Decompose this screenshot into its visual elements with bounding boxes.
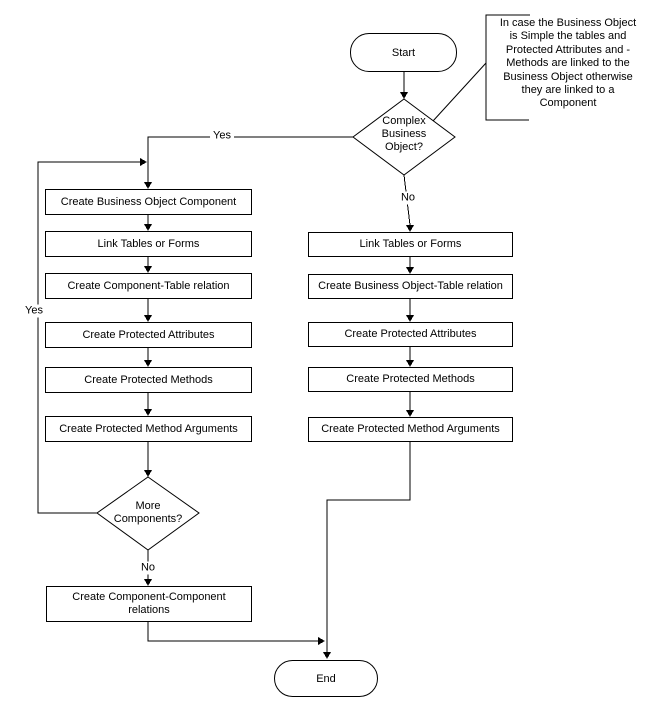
end-label: End [316,672,336,685]
end-terminal: End [274,660,378,697]
process-create-business-object-component: Create Business Object Component [45,189,252,215]
note-callout-bracket [485,14,530,121]
edge-label-more-yes: Yes [22,304,46,318]
process-create-component-table-relation: Create Component-Table relation [45,273,252,299]
process-link-tables-or-forms-right: Link Tables or Forms [308,232,513,257]
decision-complex-business-object [352,98,456,176]
connector-more-components-yes-loop [37,161,140,514]
decision-more-label: More Components? [113,500,183,525]
edge-label-complex-no: No [397,191,419,205]
process-link-tables-or-forms-left: Link Tables or Forms [45,231,252,257]
connector-complex-yes [147,136,353,182]
process-create-protected-methods-right: Create Protected Methods [308,367,513,392]
note-annotation: In case the Business Object is Simple th… [499,17,637,110]
decision-complex-label: Complex Business Object? [381,115,427,153]
note-callout-leader-line [432,62,487,122]
connector-right-column-to-end [326,442,411,652]
edge-label-complex-yes: Yes [210,129,234,143]
process-create-protected-method-arguments-left: Create Protected Method Arguments [45,416,252,442]
start-terminal: Start [350,33,457,72]
process-create-protected-attributes-right: Create Protected Attributes [308,322,513,347]
start-label: Start [391,46,416,59]
process-create-protected-methods-left: Create Protected Methods [45,367,252,393]
process-create-component-component-relations: Create Component-Component relations [46,586,252,622]
process-create-business-object-table-relation: Create Business Object-Table relation [308,274,513,299]
edge-label-more-no: No [137,561,159,575]
arrowheads [140,92,414,659]
process-create-protected-attributes-left: Create Protected Attributes [45,322,252,348]
decision-more-components [96,476,200,551]
connector-relations-to-end [147,622,318,642]
process-create-protected-method-arguments-right: Create Protected Method Arguments [308,417,513,442]
